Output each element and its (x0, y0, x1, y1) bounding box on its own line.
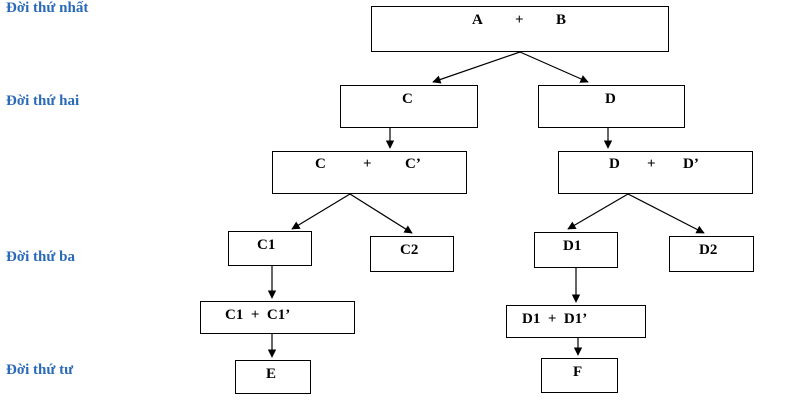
node-b-label: B (556, 12, 567, 28)
node-dd-right: D’ (683, 156, 699, 172)
node-cc-operator: + (363, 156, 372, 172)
node-f-label: F (573, 364, 583, 380)
node-c1: C1 (228, 231, 312, 266)
node-cc-right: C’ (405, 156, 421, 172)
node-c1-label: C1 (257, 237, 276, 253)
generation-label-4: Đời thứ tư (6, 362, 74, 378)
arrow-cc-to-c2 (349, 193, 413, 234)
node-d1-label: D1 (563, 238, 582, 254)
arrow-ab-to-c (432, 51, 521, 84)
node-d2: D2 (669, 236, 754, 272)
node-d1d1-label: D1 + D1’ (522, 311, 588, 327)
node-f: F (541, 358, 618, 393)
arrow-dd-to-d1 (567, 193, 629, 230)
node-d-label: D (605, 91, 616, 107)
node-dd-operator: + (647, 156, 656, 172)
node-c2: C2 (370, 236, 454, 272)
node-c1c1-label: C1 + C1’ (225, 307, 291, 323)
node-d2-label: D2 (699, 242, 718, 258)
node-d1: D1 (534, 232, 618, 268)
arrow-cc-to-c1 (291, 193, 351, 230)
node-a-plus-b: A + B (371, 6, 669, 52)
node-dd-left: D (609, 156, 620, 172)
node-c1-plus-c1-prime: C1 + C1’ (200, 301, 355, 334)
arrow-ab-to-d (519, 51, 589, 83)
node-c-plus-c-prime: C + C’ (272, 151, 467, 194)
node-e: E (235, 360, 311, 394)
arrow-dd-to-d2 (627, 193, 705, 234)
node-d: D (538, 85, 685, 128)
generation-label-1: Đời thứ nhất (6, 0, 89, 16)
generation-label-2: Đời thứ hai (6, 93, 80, 109)
node-c-label: C (402, 91, 413, 107)
node-ab-operator: + (515, 12, 524, 28)
node-e-label: E (266, 366, 277, 382)
node-d-plus-d-prime: D + D’ (558, 151, 753, 194)
node-c2-label: C2 (400, 242, 419, 258)
node-c: C (340, 85, 478, 128)
node-a-label: A (472, 12, 483, 28)
node-d1-plus-d1-prime: D1 + D1’ (506, 305, 646, 338)
generation-label-3: Đời thứ ba (6, 249, 75, 265)
node-cc-left: C (315, 156, 326, 172)
